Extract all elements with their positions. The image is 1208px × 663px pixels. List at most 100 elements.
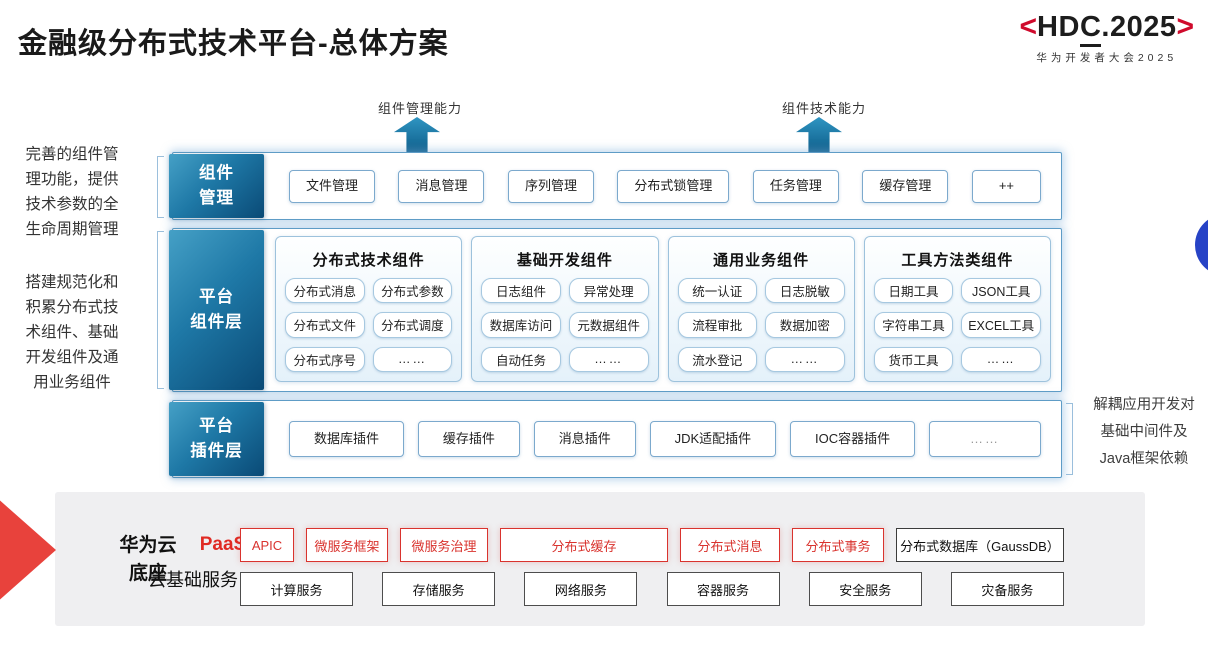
paas-service-box: 分布式消息	[680, 528, 780, 562]
component-box-more: ……	[765, 346, 845, 372]
component-box: 数据库访问	[481, 312, 561, 338]
component-box: 日志组件	[481, 278, 561, 304]
component-box-more: ……	[372, 346, 453, 372]
layer-label-line: 平台	[199, 288, 234, 306]
right-bracket	[1066, 403, 1073, 475]
note-decoupling: 解耦应用开发对 基础中间件及 Java框架依赖	[1080, 392, 1208, 473]
plugin-box-more: ……	[928, 421, 1041, 457]
iaas-service-box: 计算服务	[240, 572, 353, 606]
plugin-items: 数据库插件 缓存插件 消息插件 JDK适配插件 IOC容器插件 ……	[275, 421, 1061, 457]
iaas-services-row: 计算服务 存储服务 网络服务 容器服务 安全服务 灾备服务	[240, 572, 1064, 606]
plugin-box: 消息插件	[533, 421, 636, 457]
group-common-business: 通用业务组件 统一认证 日志脱敏 流程审批 数据加密 流水登记 ……	[667, 236, 855, 382]
iaas-label: 云基础服务	[148, 570, 238, 590]
layer-label-line: 管理	[199, 189, 234, 207]
group-grid: 统一认证 日志脱敏 流程审批 数据加密 流水登记 ……	[677, 278, 845, 372]
iaas-service-box: 安全服务	[808, 572, 922, 606]
group-grid: 日期工具 JSON工具 字符串工具 EXCEL工具 货币工具 ……	[873, 278, 1041, 372]
layer-content: 数据库插件 缓存插件 消息插件 JDK适配插件 IOC容器插件 ……	[275, 401, 1061, 477]
left-bracket	[157, 231, 164, 389]
group-title: 基础开发组件	[516, 252, 613, 269]
logo-hdc-year: .2025	[1101, 11, 1177, 43]
iaas-service-box: 存储服务	[382, 572, 496, 606]
note-line: 解耦应用开发对	[1093, 397, 1195, 413]
layer-platform-components: 平台 组件层 分布式技术组件 分布式消息 分布式参数 分布式文件 分布式调度 分…	[169, 228, 1062, 392]
component-box-more: ……	[961, 346, 1041, 372]
component-box: 分布式锁管理	[617, 169, 730, 203]
paas-service-box: APIC	[240, 528, 294, 562]
layer-label-line: 插件层	[190, 442, 243, 460]
paas-services-row: APIC 微服务框架 微服务治理 分布式缓存 分布式消息 分布式事务 分布式数据…	[240, 528, 1064, 562]
component-box: 消息管理	[398, 169, 485, 203]
component-box: 流水登记	[677, 346, 758, 372]
plugin-box: JDK适配插件	[649, 421, 777, 457]
component-box-more: ……	[568, 346, 649, 372]
note-line: 基础中间件及	[1100, 424, 1188, 440]
component-groups: 分布式技术组件 分布式消息 分布式参数 分布式文件 分布式调度 分布式序号 ………	[275, 229, 1061, 391]
paas-service-box: 微服务治理	[400, 528, 488, 562]
component-box: 分布式调度	[372, 312, 453, 338]
paas-service-box: 微服务框架	[306, 528, 388, 562]
paas-service-box: 分布式事务	[792, 528, 884, 562]
group-distributed-tech: 分布式技术组件 分布式消息 分布式参数 分布式文件 分布式调度 分布式序号 ……	[275, 236, 463, 382]
blue-circle-decoration	[1195, 214, 1208, 276]
iaas-service-box: 灾备服务	[950, 572, 1064, 606]
gaussdb-box: 分布式数据库（GaussDB）	[896, 528, 1064, 562]
page-title: 金融级分布式技术平台-总体方案	[18, 28, 449, 60]
logo-left-angle-icon: <	[1019, 10, 1038, 43]
component-box: 日志脱敏	[765, 278, 845, 304]
layer-label-component-management: 组件 管理	[169, 154, 264, 218]
huawei-cloud-base-panel: 华为云 底座 PaaS APIC 微服务框架 微服务治理 分布式缓存 分布式消息…	[55, 492, 1145, 626]
plugin-box: 缓存插件	[417, 421, 520, 457]
hdc-logo-text: < HD C .2025 >	[1020, 10, 1194, 47]
layer-component-management: 组件 管理 文件管理 消息管理 序列管理 分布式锁管理 任务管理 缓存管理 ++	[169, 152, 1062, 220]
layer-label-line: 组件	[199, 164, 234, 182]
paas-service-box: 分布式缓存	[500, 528, 668, 562]
cloud-base-label: 华为云 底座	[112, 532, 184, 588]
component-box: 统一认证	[677, 278, 758, 304]
cloud-base-label-line: 底座	[128, 563, 167, 584]
paas-label: PaaS	[199, 534, 247, 555]
component-management-items: 文件管理 消息管理 序列管理 分布式锁管理 任务管理 缓存管理 ++	[275, 169, 1061, 203]
component-box: 字符串工具	[873, 312, 954, 338]
logo-right-angle-icon: >	[1176, 10, 1194, 43]
component-box: 日期工具	[873, 278, 954, 304]
layer-content: 分布式技术组件 分布式消息 分布式参数 分布式文件 分布式调度 分布式序号 ………	[275, 229, 1061, 391]
plugin-box: IOC容器插件	[789, 421, 916, 457]
component-box: 货币工具	[873, 346, 954, 372]
component-box: 自动任务	[481, 346, 561, 372]
group-basic-dev: 基础开发组件 日志组件 异常处理 数据库访问 元数据组件 自动任务 ……	[471, 236, 659, 382]
plugin-box: 数据库插件	[289, 421, 405, 457]
component-box: 序列管理	[507, 169, 594, 203]
group-title: 分布式技术组件	[312, 252, 425, 269]
layer-label-line: 组件层	[190, 313, 243, 331]
logo-hdc-pre: HD	[1037, 11, 1080, 43]
red-arrow-icon	[0, 497, 56, 603]
logo-subtitle: 华为开发者大会2025	[1036, 52, 1178, 64]
component-box-more: ++	[971, 169, 1041, 203]
layer-label-platform-components: 平台 组件层	[169, 230, 264, 390]
iaas-service-box: 容器服务	[666, 572, 780, 606]
note-component-management: 完善的组件管理功能，提供技术参数的全生命周期管理	[25, 146, 119, 238]
group-grid: 日志组件 异常处理 数据库访问 元数据组件 自动任务 ……	[481, 278, 649, 372]
component-box: 任务管理	[752, 169, 839, 203]
left-bracket	[157, 156, 164, 218]
component-box: EXCEL工具	[961, 312, 1041, 338]
group-title: 工具方法类组件	[901, 252, 1014, 269]
logo-hdc-c: C	[1079, 11, 1102, 47]
component-box: 异常处理	[568, 278, 649, 304]
capability-label-technical: 组件技术能力	[782, 101, 867, 116]
capability-label-management: 组件管理能力	[378, 101, 463, 116]
layer-label-line: 平台	[199, 417, 234, 435]
component-box: 文件管理	[289, 169, 376, 203]
up-arrow-icon	[796, 117, 842, 153]
group-grid: 分布式消息 分布式参数 分布式文件 分布式调度 分布式序号 ……	[285, 278, 453, 372]
component-box: 分布式序号	[285, 346, 365, 372]
note-platform-components: 搭建规范化和积累分布式技术组件、基础开发组件及通用业务组件	[25, 274, 119, 391]
component-box: 元数据组件	[568, 312, 649, 338]
group-title: 通用业务组件	[713, 252, 810, 269]
component-box: 缓存管理	[862, 169, 949, 203]
component-box: JSON工具	[961, 278, 1041, 304]
layer-label-platform-plugins: 平台 插件层	[169, 402, 264, 476]
